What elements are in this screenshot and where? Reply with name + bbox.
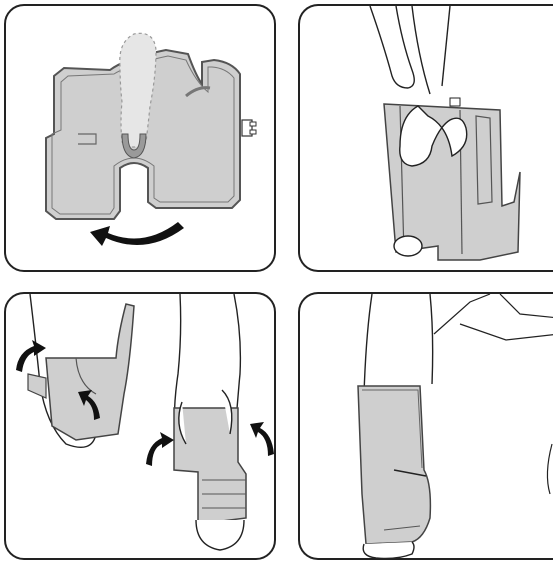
- wrap-arrow-4: [250, 422, 274, 456]
- calf-wrap-right: [174, 408, 246, 524]
- wrap-arrow-3: [146, 432, 174, 466]
- rotate-arrow: [90, 222, 184, 246]
- step-1-panel: [4, 4, 276, 272]
- step-1-illustration: [6, 6, 276, 272]
- step-2-illustration: [300, 6, 553, 272]
- foot-wrap-left: [46, 304, 134, 440]
- step-4-illustration: [300, 294, 553, 560]
- wrap-arrow-1: [16, 340, 46, 372]
- foot-toes: [363, 542, 414, 559]
- step-4-panel: [298, 292, 553, 560]
- heel: [394, 236, 422, 256]
- fastened-wrap: [358, 386, 430, 544]
- step-2-panel: [298, 4, 553, 272]
- step-3-panel: [4, 292, 276, 560]
- step-3-illustration: [6, 294, 276, 560]
